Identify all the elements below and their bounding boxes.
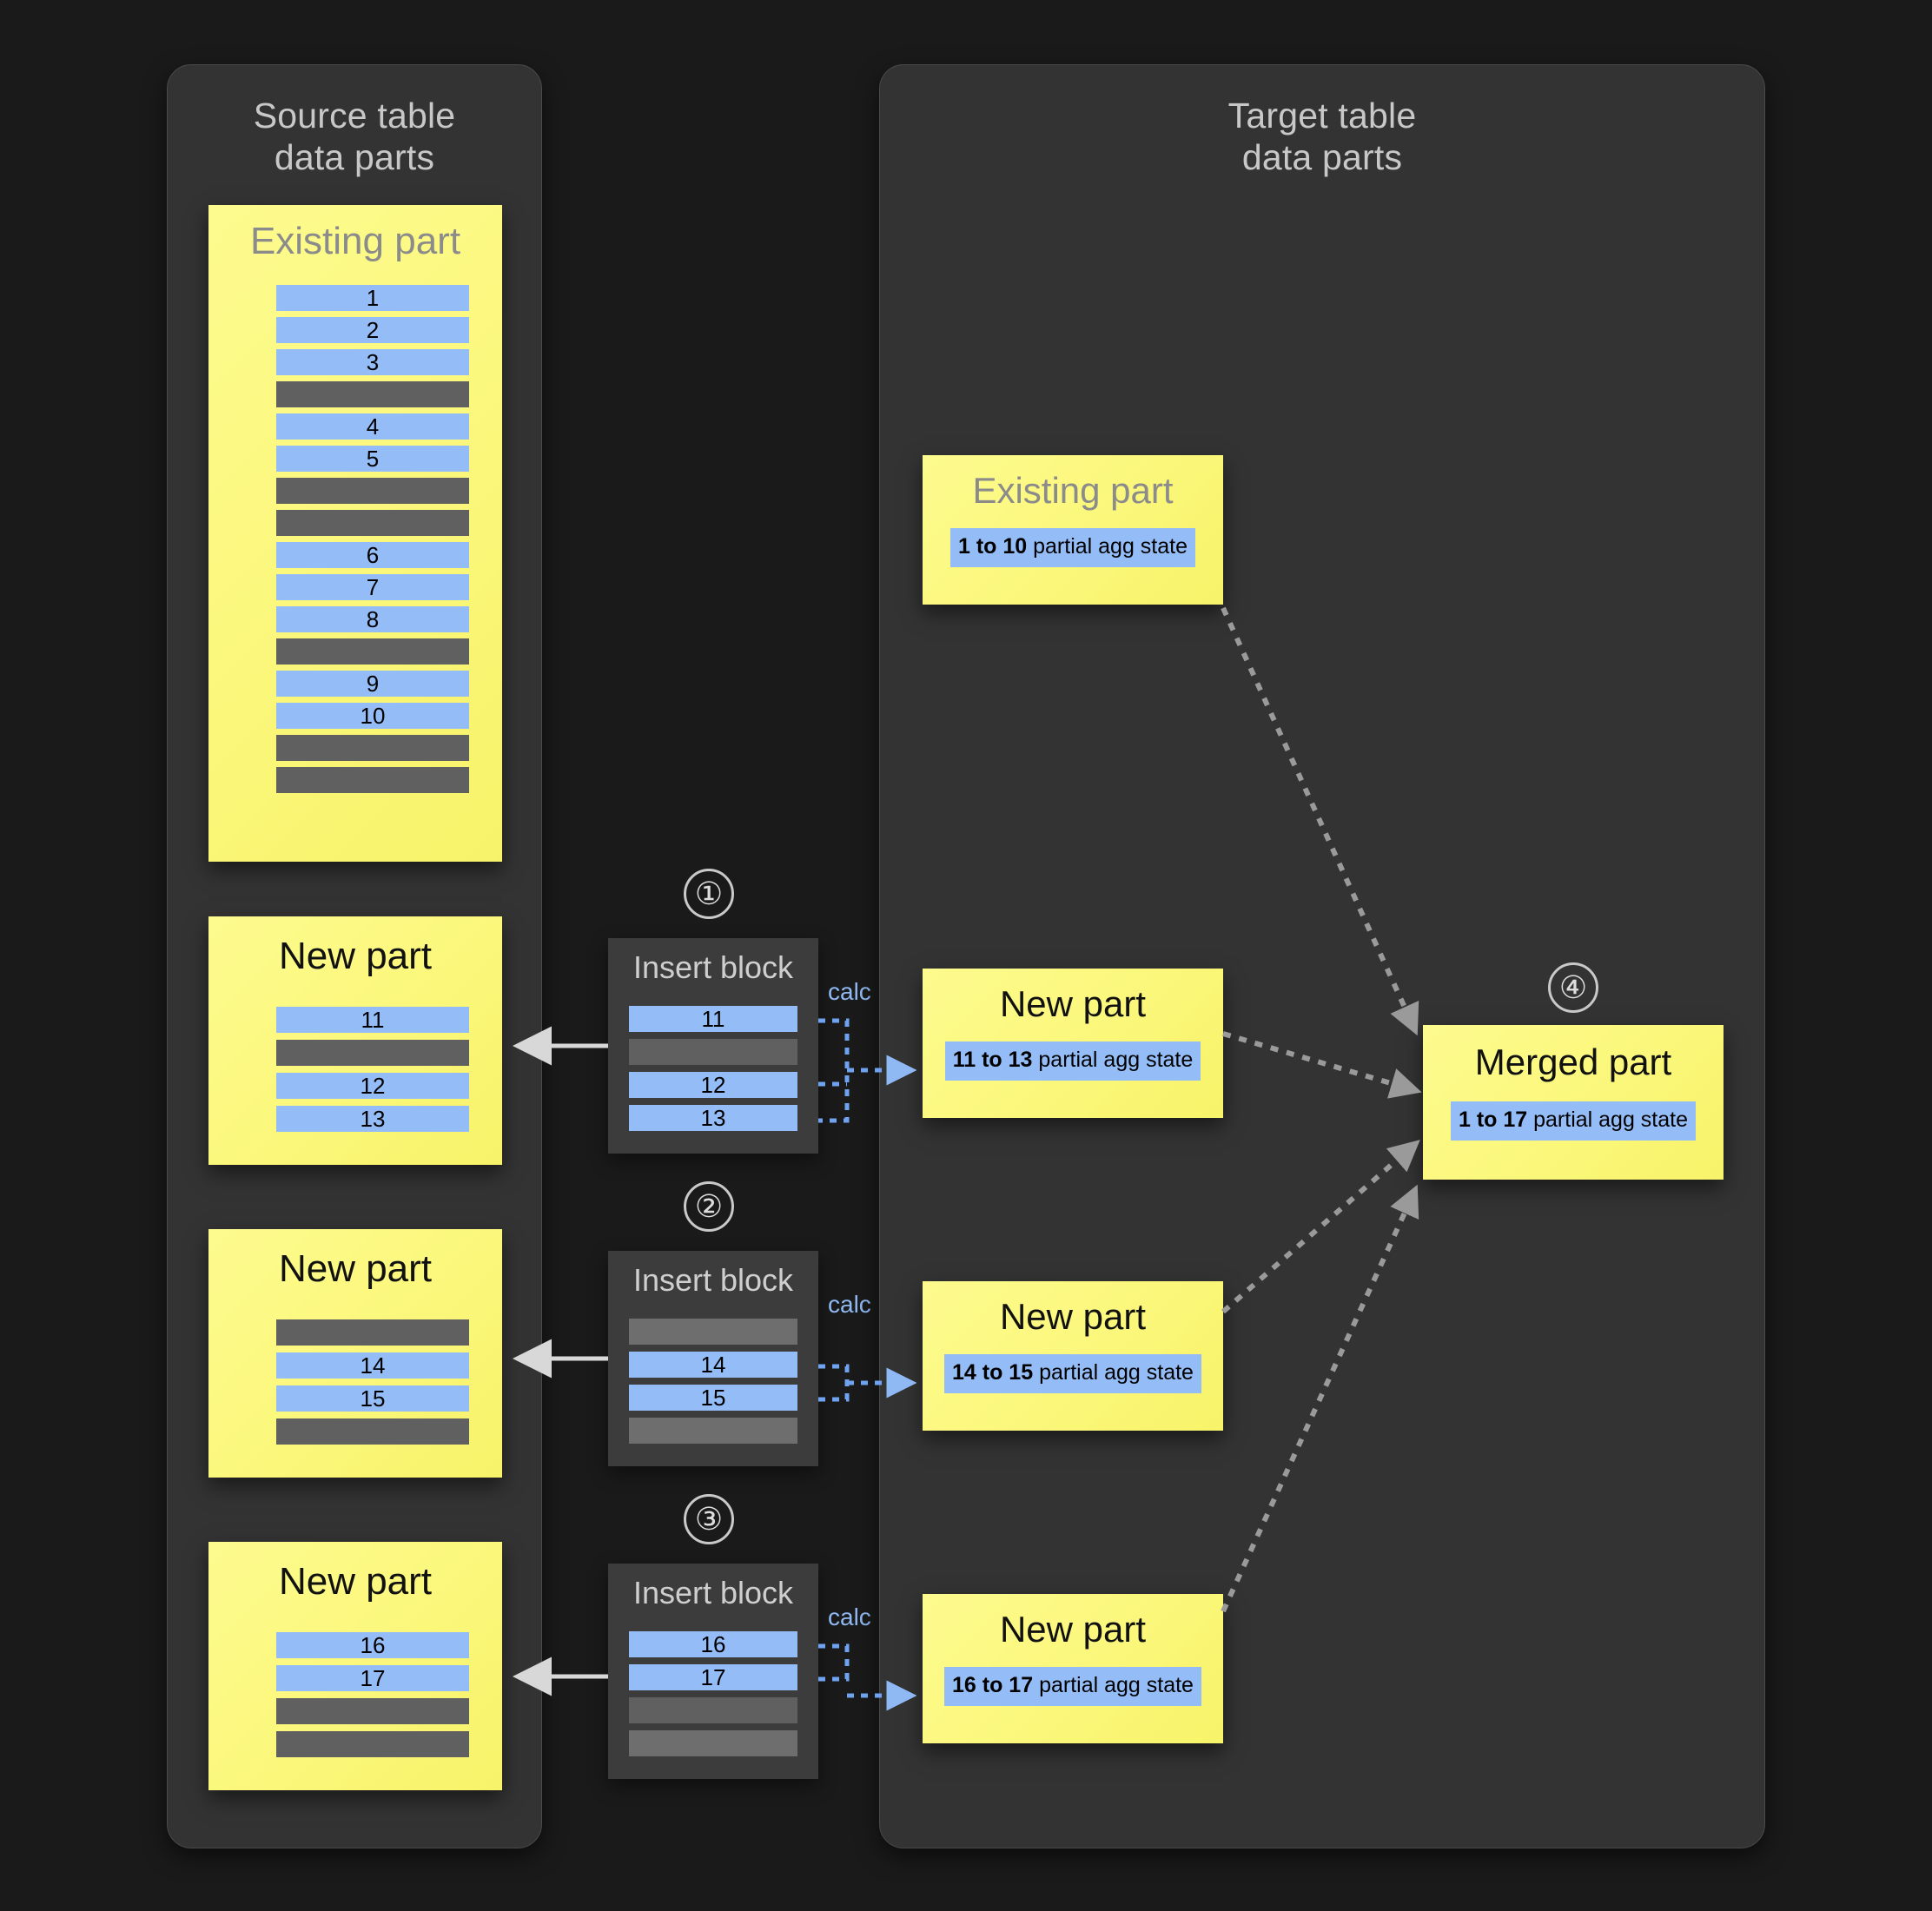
data-row: 15 — [629, 1385, 797, 1411]
agg-suffix: partial agg state — [1032, 1048, 1194, 1073]
insert-block-1-title: Insert block — [632, 949, 794, 985]
calc-label-3: calc — [828, 1604, 871, 1630]
data-row: 14 — [629, 1352, 797, 1378]
data-row: 8 — [276, 606, 469, 633]
insert-block-3: Insert block 16 17 — [608, 1564, 818, 1779]
filler-row — [629, 1319, 797, 1345]
insert-block-2: Insert block 14 15 — [608, 1251, 818, 1466]
source-new-part-2-rows: 14 15 — [276, 1319, 469, 1445]
agg-range: 14 to 15 — [952, 1360, 1034, 1385]
merged-part: Merged part 1 to 17 partial agg state — [1423, 1025, 1724, 1180]
filler-row — [629, 1418, 797, 1444]
calc-label-1: calc — [828, 978, 871, 1005]
filler-row — [276, 1040, 469, 1067]
filler-row — [276, 735, 469, 762]
insert-block-2-rows: 14 15 — [629, 1319, 797, 1444]
data-row: 2 — [276, 317, 469, 344]
step-number-4: ④ — [1548, 962, 1598, 1013]
filler-row — [276, 381, 469, 408]
source-new-part-3: New part 16 17 — [208, 1542, 502, 1790]
source-panel-title: Source table data parts — [253, 96, 456, 178]
source-new-part-1-rows: 11 12 13 — [276, 1007, 469, 1133]
source-existing-part: Existing part 1 2 3 4 5 6 7 8 9 10 — [208, 205, 502, 862]
data-row: 7 — [276, 574, 469, 601]
agg-state-pill: 11 to 13 partial agg state — [944, 1041, 1201, 1081]
data-row: 9 — [276, 671, 469, 698]
step-number-3: ③ — [684, 1494, 734, 1544]
target-new-part-2-title: New part — [999, 1296, 1147, 1337]
source-new-part-2: New part 14 15 — [208, 1229, 502, 1478]
data-row: 12 — [629, 1072, 797, 1098]
target-new-part-2: New part 14 to 15 partial agg state — [923, 1281, 1223, 1431]
source-new-part-3-title: New part — [278, 1560, 433, 1603]
merged-part-title: Merged part — [1474, 1041, 1672, 1082]
agg-state-pill: 1 to 17 partial agg state — [1450, 1101, 1697, 1141]
source-existing-part-rows: 1 2 3 4 5 6 7 8 9 10 — [276, 285, 469, 794]
data-row: 13 — [629, 1105, 797, 1131]
calc-label-2: calc — [828, 1291, 871, 1318]
step-number-2: ② — [684, 1181, 734, 1232]
step-number-1: ① — [684, 869, 734, 919]
insert-block-1-rows: 11 12 13 — [629, 1006, 797, 1131]
agg-state-pill: 16 to 17 partial agg state — [944, 1667, 1201, 1707]
insert-block-2-title: Insert block — [632, 1262, 794, 1298]
filler-row — [629, 1039, 797, 1065]
target-new-part-3-title: New part — [999, 1609, 1147, 1650]
data-row: 16 — [276, 1632, 469, 1659]
agg-suffix: partial agg state — [1033, 1360, 1194, 1385]
target-new-part-1: New part 11 to 13 partial agg state — [923, 969, 1223, 1118]
data-row: 3 — [276, 349, 469, 376]
agg-range: 1 to 17 — [1458, 1108, 1528, 1133]
target-table-panel: Target table data parts — [879, 64, 1765, 1848]
data-row: 5 — [276, 446, 469, 473]
insert-block-3-title: Insert block — [632, 1575, 794, 1610]
filler-row — [629, 1730, 797, 1756]
filler-row — [276, 478, 469, 505]
agg-suffix: partial agg state — [1527, 1108, 1689, 1133]
filler-row — [276, 767, 469, 794]
data-row: 1 — [276, 285, 469, 312]
source-new-part-1-title: New part — [278, 935, 433, 977]
target-existing-part: Existing part 1 to 10 partial agg state — [923, 455, 1223, 605]
data-row: 16 — [629, 1631, 797, 1657]
agg-suffix: partial agg state — [1033, 1673, 1194, 1698]
target-new-part-3: New part 16 to 17 partial agg state — [923, 1594, 1223, 1743]
data-row: 17 — [276, 1665, 469, 1692]
agg-range: 11 to 13 — [952, 1048, 1033, 1073]
agg-suffix: partial agg state — [1027, 534, 1188, 559]
data-row: 10 — [276, 703, 469, 730]
source-existing-part-title: Existing part — [249, 220, 461, 262]
agg-state-pill: 1 to 10 partial agg state — [949, 528, 1196, 568]
insert-block-3-rows: 16 17 — [629, 1631, 797, 1756]
data-row: 6 — [276, 542, 469, 569]
target-existing-part-title: Existing part — [972, 470, 1174, 511]
source-new-part-2-title: New part — [278, 1247, 433, 1290]
data-row: 11 — [629, 1006, 797, 1032]
filler-row — [276, 510, 469, 537]
filler-row — [276, 1698, 469, 1725]
filler-row — [629, 1697, 797, 1723]
agg-range: 16 to 17 — [952, 1673, 1034, 1698]
target-new-part-1-title: New part — [999, 983, 1147, 1024]
filler-row — [276, 1418, 469, 1445]
filler-row — [276, 638, 469, 665]
data-row: 13 — [276, 1106, 469, 1133]
agg-range: 1 to 10 — [957, 534, 1028, 559]
insert-block-1: Insert block 11 12 13 — [608, 938, 818, 1154]
agg-state-pill: 14 to 15 partial agg state — [944, 1354, 1201, 1394]
filler-row — [276, 1731, 469, 1758]
data-row: 15 — [276, 1385, 469, 1412]
filler-row — [276, 1319, 469, 1346]
data-row: 4 — [276, 413, 469, 440]
data-row: 14 — [276, 1352, 469, 1379]
source-new-part-1: New part 11 12 13 — [208, 916, 502, 1165]
data-row: 11 — [276, 1007, 469, 1034]
data-row: 17 — [629, 1664, 797, 1690]
target-panel-title: Target table data parts — [1227, 96, 1417, 178]
source-new-part-3-rows: 16 17 — [276, 1632, 469, 1758]
data-row: 12 — [276, 1073, 469, 1100]
